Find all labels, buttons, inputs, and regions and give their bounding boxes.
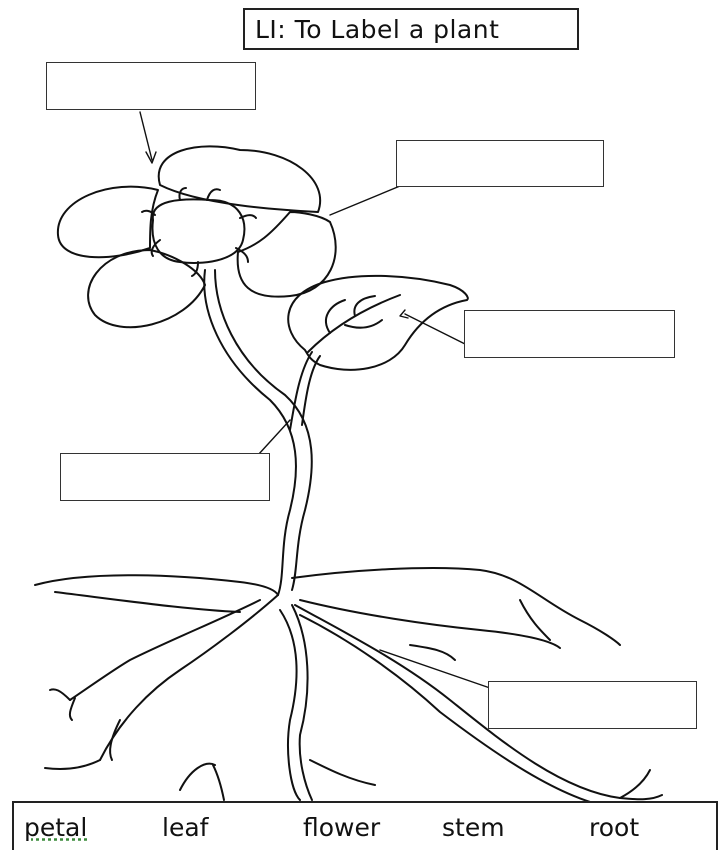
ground-left-2 bbox=[55, 592, 240, 612]
pointer-4 bbox=[258, 420, 290, 455]
label-box-4[interactable] bbox=[60, 453, 270, 501]
pointer-2 bbox=[330, 186, 400, 215]
label-box-5[interactable] bbox=[488, 681, 697, 729]
stem-left bbox=[204, 270, 296, 595]
ground-right-2 bbox=[300, 600, 560, 648]
petal-left bbox=[58, 187, 158, 258]
ground-right bbox=[292, 568, 620, 645]
word-flower[interactable]: flower bbox=[303, 813, 380, 842]
label-box-3[interactable] bbox=[464, 310, 675, 358]
petal-top bbox=[159, 146, 320, 212]
pointer-3-head bbox=[400, 310, 408, 318]
label-box-2[interactable] bbox=[396, 140, 604, 187]
word-stem[interactable]: stem bbox=[442, 813, 505, 842]
leaf-vein bbox=[308, 295, 400, 352]
ground-left bbox=[35, 575, 278, 595]
root-center bbox=[280, 610, 300, 800]
petal-bottom-left bbox=[88, 250, 205, 327]
pointer-5 bbox=[380, 650, 490, 688]
word-bank: petal leaf flower stem root bbox=[12, 801, 718, 850]
flower-center bbox=[152, 199, 244, 263]
root-center-2 bbox=[292, 605, 312, 800]
word-leaf[interactable]: leaf bbox=[162, 813, 208, 842]
root-main-left-2 bbox=[70, 600, 260, 700]
word-root[interactable]: root bbox=[589, 813, 639, 842]
pointer-3 bbox=[405, 314, 465, 344]
root-main-left bbox=[100, 595, 278, 760]
word-petal[interactable]: petal bbox=[24, 813, 87, 842]
label-box-1[interactable] bbox=[46, 62, 256, 110]
stem-right bbox=[215, 270, 312, 590]
